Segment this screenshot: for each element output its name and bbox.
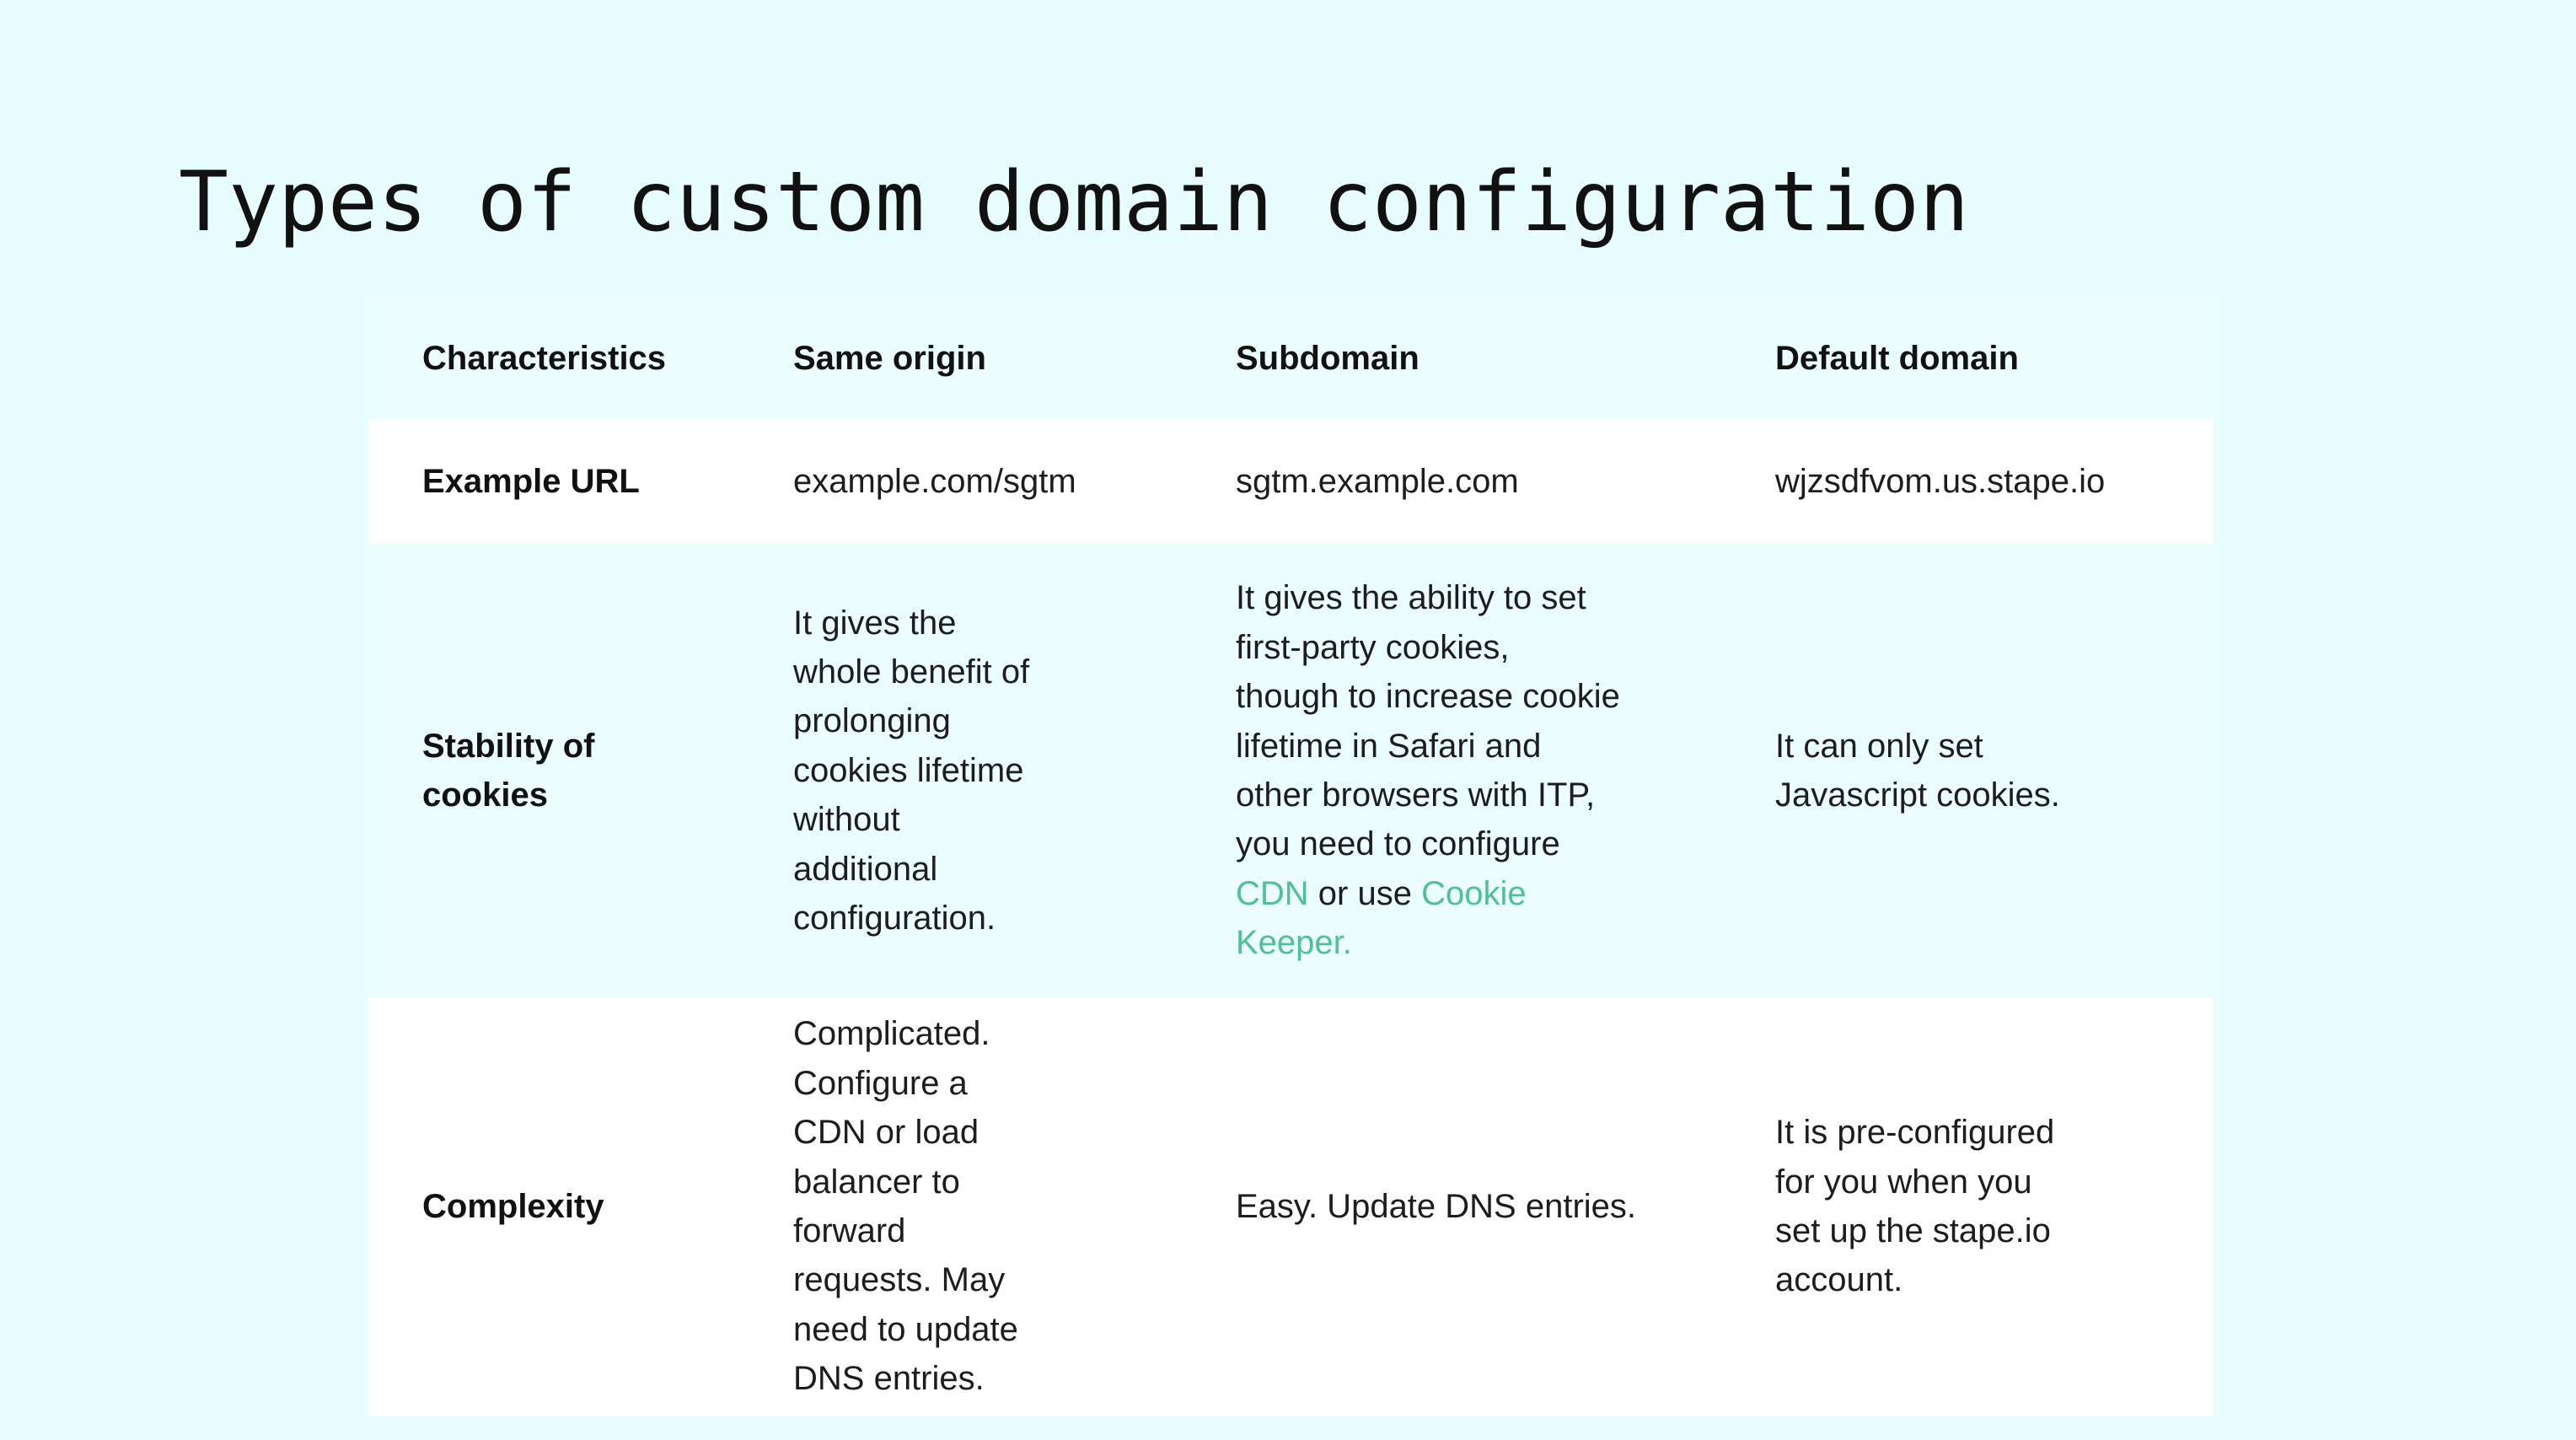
page-title: Types of custom domain configuration [179,153,1970,250]
cell-complexity-subdomain: Easy. Update DNS entries. [1236,1187,1637,1225]
column-header-characteristics-label: Characteristics [422,339,667,377]
cdn-link[interactable]: CDN [1236,874,1309,912]
column-header-default-domain-label: Default domain [1775,339,2019,377]
row-label-example-url: Example URL [422,463,640,501]
column-header-subdomain-label: Subdomain [1236,339,1419,377]
row-label-complexity: Complexity [422,1187,604,1225]
table-row: Stability of cookies It gives the whole … [368,544,2213,997]
cell-example-url-subdomain: sgtm.example.com [1236,463,1519,501]
cell-stability-subdomain-text: It gives the ability to set first-party … [1182,568,1721,972]
table-row: Example URL example.com/sgtm sgtm.exampl… [368,420,2213,544]
cell-complexity-same-origin: Complicated. Configure a CDN or load bal… [793,1015,1018,1398]
cell-stability-same-origin: It gives the whole benefit of prolonging… [739,544,1182,997]
cell-complexity-default-domain: It is pre-configured for you when you se… [1775,1114,2055,1299]
cell-stability-default-domain: It can only set Javascript cookies. [1721,544,2213,997]
stability-subdomain-text-pre: It gives the ability to set first-party … [1236,579,1620,863]
cell-example-url-default-domain: wjzsdfvom.us.stape.io [1775,463,2106,501]
column-header-subdomain: Subdomain [1182,297,1721,420]
column-header-same-origin-label: Same origin [793,339,986,377]
table-header-row: Characteristics Same origin Subdomain De… [368,297,2213,420]
column-header-characteristics: Characteristics [368,297,739,420]
row-label-stability-of-cookies: Stability of cookies [368,544,739,997]
column-header-same-origin: Same origin [739,297,1182,420]
stability-subdomain-text-mid: or use [1308,874,1422,912]
comparison-table: Characteristics Same origin Subdomain De… [368,297,2213,1416]
comparison-table-card: Characteristics Same origin Subdomain De… [368,297,2213,1416]
cell-stability-subdomain: It gives the ability to set first-party … [1182,544,1721,997]
cell-example-url-same-origin: example.com/sgtm [793,463,1076,501]
table-row: Complexity Complicated. Configure a CDN … [368,997,2213,1416]
column-header-default-domain: Default domain [1721,297,2213,420]
cookie-keeper-link[interactable]: Cookie Keeper. [1236,874,1527,962]
